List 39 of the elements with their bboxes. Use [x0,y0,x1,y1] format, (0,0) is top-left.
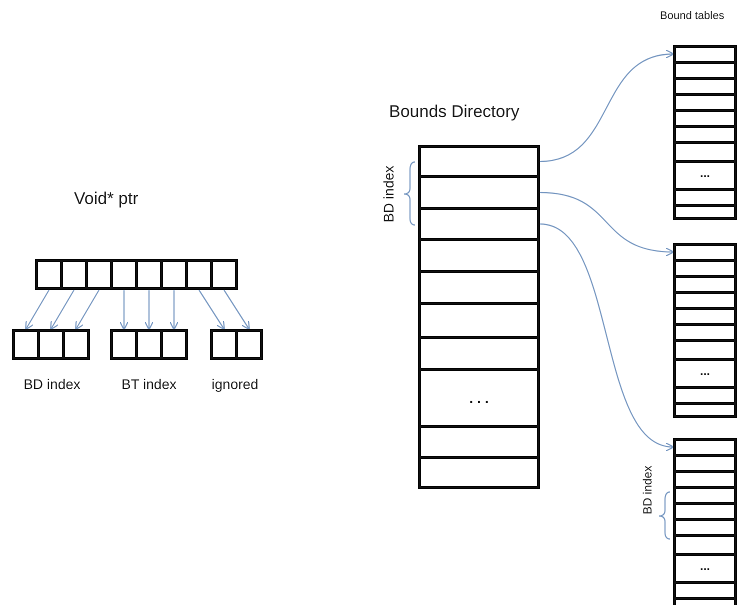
arrow [198,290,226,330]
field-label: BT index [120,376,178,392]
table-heading: Bounds Directory [389,102,520,122]
directory-entry [418,145,540,178]
directory-entry [418,302,540,339]
directory-entry [418,207,540,241]
arrow [169,290,179,330]
directory-entry [418,238,540,273]
arrow [224,290,250,330]
group-heading: Bound tables [660,10,724,22]
bound-table [673,438,737,605]
bracket-label: BD index [380,166,396,222]
directory-entry [418,336,540,371]
directory-entry: . . . [418,368,540,428]
bit-cell [210,259,238,290]
table-entry: ... [676,358,734,389]
arrow [540,50,674,162]
table-entry: ... [676,160,734,191]
arrow [540,223,674,450]
field-label: ignored [210,376,260,392]
arrow [75,290,100,330]
arrow [119,290,129,330]
bit-cell [235,329,263,360]
directory-entry [418,175,540,210]
arrow [50,290,75,330]
directory-entry [418,270,540,305]
bit-cell [62,329,90,360]
directory-entry [418,425,540,459]
arrow [25,290,50,330]
pointer-heading: Void* ptr [74,189,138,209]
bound-table [673,45,737,220]
bracket-label: BD index [640,466,654,514]
field-label: BD index [22,376,82,392]
bound-table [673,243,737,418]
table-entry: ... [676,553,734,584]
arrow [540,192,674,256]
directory-entry [418,456,540,489]
arrow [144,290,154,330]
bit-cell [160,329,188,360]
